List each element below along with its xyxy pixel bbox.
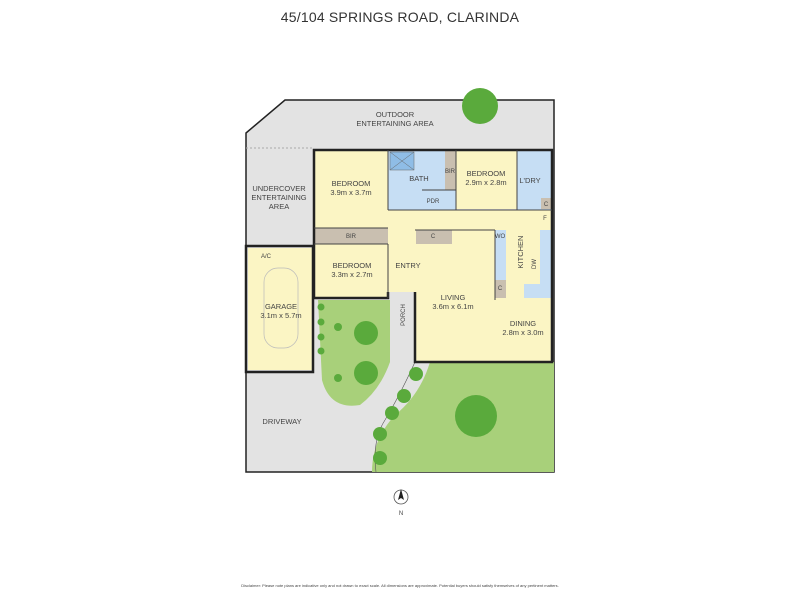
bedroom-1-name: BEDROOM [332,179,371,188]
ac-label: A/C [261,254,272,260]
living [415,230,495,362]
hallway [378,210,552,230]
disclaimer: Disclaimer: Please note plans are indica… [241,583,559,588]
powder-room [422,190,456,210]
outdoor-label: OUTDOOR [376,110,415,119]
bir-small-label: BIR [445,169,456,175]
entry [388,230,415,292]
dining-size: 2.8m x 3.0m [502,328,543,337]
compass-icon [393,489,409,505]
bedroom-1-size: 3.9m x 3.7m [330,188,371,197]
fridge-label: F [543,216,547,222]
bir-label: BIR [346,234,357,240]
garage-size: 3.1m x 5.7m [260,311,301,320]
bedroom-2-name: BEDROOM [467,169,506,178]
porch-label: PORCH [401,304,407,326]
living-name: LIVING [441,293,466,302]
property-title: 45/104 SPRINGS ROAD, CLARINDA [280,9,520,25]
dishwasher-label: DW [532,259,538,269]
undercover-label-3: AREA [269,202,289,211]
porch [392,292,413,362]
tree-icon [317,88,498,465]
bedroom-2-size: 2.9m x 2.8m [465,178,506,187]
driveway-label: DRIVEWAY [262,417,301,426]
living-size: 3.6m x 6.1m [432,302,473,311]
bir-small [445,150,456,190]
undercover-label: UNDERCOVER [252,184,306,193]
kitchen-label: KITCHEN [516,236,525,269]
cupboard-label-2: C [498,286,503,292]
dining [495,300,552,362]
bedroom-3-size: 3.3m x 2.7m [331,270,372,279]
bedroom-3-name: BEDROOM [333,261,372,270]
laundry-label: L'DRY [519,176,540,185]
bir [314,228,388,244]
outdoor-label-2: ENTERTAINING AREA [356,119,433,128]
pdr-label: PDR [427,199,440,205]
entry-label: ENTRY [395,261,420,270]
cupboard-label: C [431,234,436,240]
garage-name: GARAGE [265,302,297,311]
bedroom-3 [314,244,388,298]
wall-oven-label: WO [495,234,506,240]
dining-name: DINING [510,319,536,328]
bedroom-1 [314,150,388,228]
bedroom-2 [456,150,517,209]
bath-label: BATH [409,174,428,183]
cupboard-label-3: C [544,202,549,208]
undercover-label-2: ENTERTAINING [251,193,306,202]
north-label: N [399,511,403,517]
